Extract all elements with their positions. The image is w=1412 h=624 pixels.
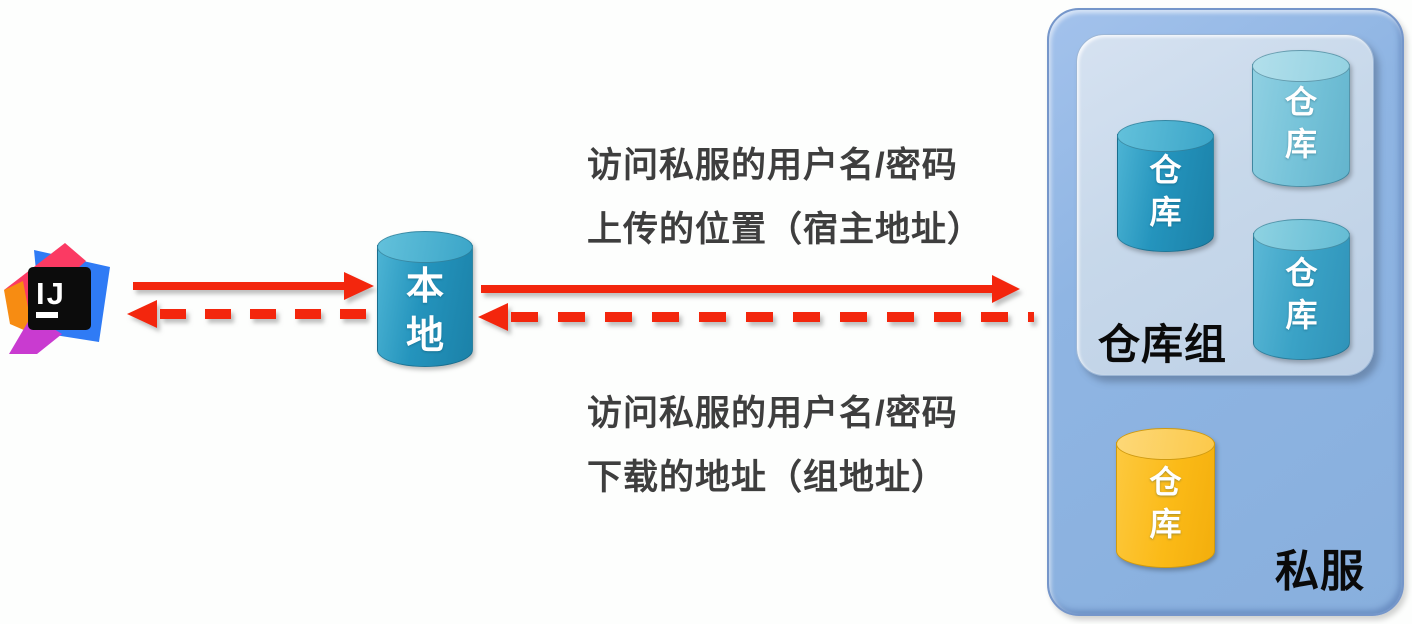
download-arrow-short bbox=[127, 300, 366, 328]
logo-monogram: IJ bbox=[36, 276, 66, 311]
repo-label: 仓库 bbox=[1149, 152, 1182, 230]
logo-black-square bbox=[28, 267, 91, 330]
logo-orange-shape bbox=[4, 281, 33, 334]
upload-note-line2: 上传的位置（宿主地址） bbox=[587, 210, 984, 249]
cylinder-top bbox=[1117, 120, 1214, 152]
local-repo-label: 本地 bbox=[405, 266, 445, 358]
private-server-label: 私服 bbox=[1275, 547, 1365, 596]
cylinder-body bbox=[1116, 442, 1215, 568]
cylinder-top bbox=[1253, 219, 1350, 251]
logo-blue-shape bbox=[34, 250, 110, 342]
cylinder-body bbox=[1252, 64, 1350, 187]
group-repo-cylinder-2: 仓库 bbox=[1252, 50, 1350, 187]
cylinder-body bbox=[377, 245, 473, 367]
logo-pink-shape bbox=[4, 243, 86, 314]
cylinder-top bbox=[1116, 428, 1215, 460]
upload-note-line1: 访问私服的用户名/密码 bbox=[587, 146, 958, 185]
cylinder-body bbox=[1117, 134, 1214, 252]
download-arrow-long bbox=[478, 303, 1034, 331]
repo-label: 仓库 bbox=[1284, 84, 1318, 162]
cylinder-top bbox=[377, 231, 473, 263]
upload-arrow-long bbox=[481, 275, 1020, 303]
download-note-line1: 访问私服的用户名/密码 bbox=[587, 394, 958, 433]
group-repo-cylinder-1: 仓库 bbox=[1117, 120, 1214, 252]
repo-group-label: 仓库组 bbox=[1098, 321, 1228, 368]
repo-label: 仓库 bbox=[1285, 255, 1318, 333]
local-repo-cylinder: 本地 bbox=[377, 231, 473, 367]
cylinder-top bbox=[1252, 50, 1350, 82]
upload-arrow-short bbox=[133, 272, 374, 300]
download-note-line2: 下载的地址（组地址） bbox=[587, 458, 948, 497]
logo-underscore bbox=[36, 312, 58, 318]
group-repo-cylinder-3: 仓库 bbox=[1253, 219, 1350, 360]
logo-magenta-shape bbox=[9, 315, 62, 354]
repo-label: 仓库 bbox=[1149, 464, 1182, 542]
hosted-repo-cylinder: 仓库 bbox=[1116, 428, 1215, 568]
intellij-idea-logo: IJ bbox=[4, 243, 110, 354]
cylinder-body bbox=[1253, 233, 1350, 360]
